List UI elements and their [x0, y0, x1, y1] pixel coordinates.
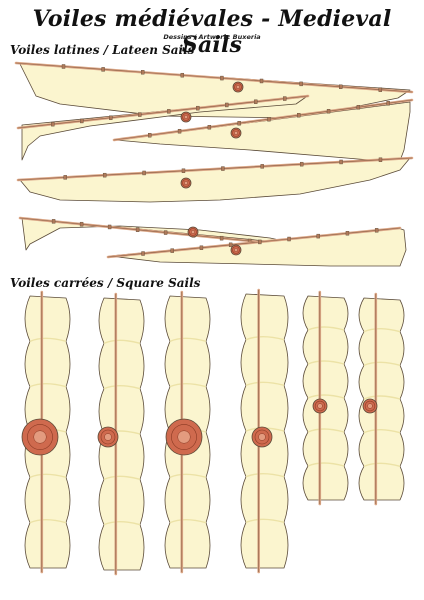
- square-sail: [302, 290, 349, 506]
- sail-medallion-icon: [97, 426, 119, 448]
- page-title: Voiles médiévales - Medieval Sails: [32, 6, 392, 58]
- sail-medallion-icon: [362, 398, 378, 414]
- square-sail: [97, 292, 145, 576]
- square-sails: [21, 288, 405, 576]
- square-sail: [21, 290, 71, 574]
- sail-medallion-icon: [180, 111, 192, 123]
- sail-medallion-icon: [187, 226, 199, 238]
- sail-medallion-icon: [251, 426, 273, 448]
- credits: Dessins / Artwork: Buxeria: [163, 33, 261, 41]
- lateen-sail: [112, 98, 414, 167]
- sail-medallion-icon: [232, 81, 244, 93]
- lateen-sail: [106, 226, 407, 267]
- square-sail: [240, 288, 289, 574]
- sail-medallion-icon: [312, 398, 328, 414]
- square-sail: [164, 290, 211, 574]
- lateen-sail: [14, 61, 414, 119]
- section-title-lateen: Voiles latines / Lateen Sails: [10, 43, 195, 57]
- sail-medallion-icon: [21, 418, 59, 456]
- square-sail: [358, 292, 405, 506]
- lateen-sail: [16, 156, 414, 203]
- sail-medallion-icon: [230, 244, 242, 256]
- sail-medallion-icon: [165, 418, 203, 456]
- sail-medallion-icon: [180, 177, 192, 189]
- lateen-sails: [14, 61, 414, 267]
- section-title-square: Voiles carrées / Square Sails: [10, 276, 201, 290]
- lateen-sail: [16, 94, 310, 161]
- sail-medallion-icon: [230, 127, 242, 139]
